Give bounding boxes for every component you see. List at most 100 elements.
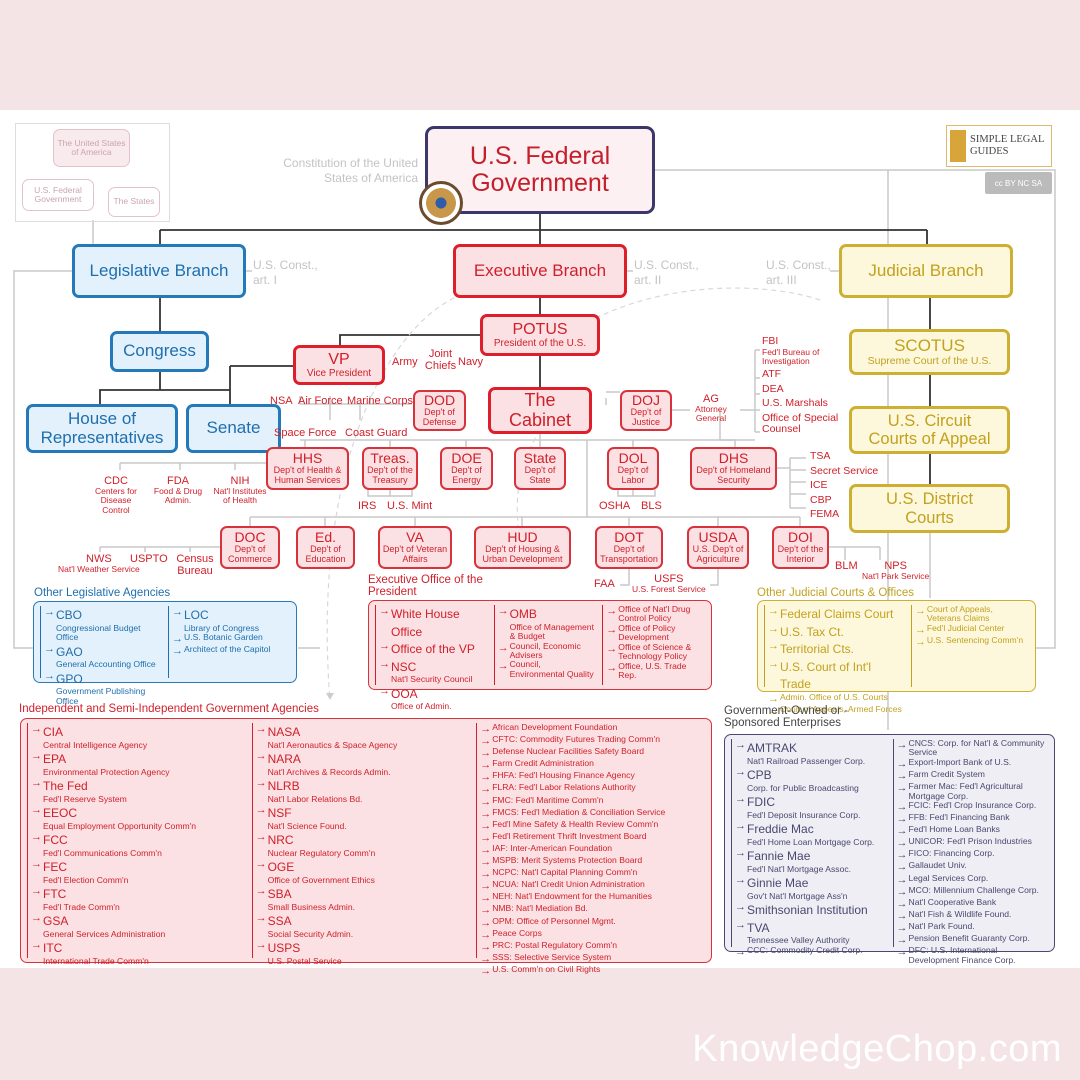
list-item[interactable]: →FHFA: Fed'l Housing Finance Agency (480, 770, 705, 783)
dept-treas[interactable]: Treas.Dep't of the Treasury (362, 447, 418, 490)
list-item[interactable]: →Architect of the Capitol (172, 644, 290, 657)
list-item[interactable]: →Smithsonian Institution (735, 901, 887, 919)
dept-ed[interactable]: Ed.Dep't of Education (296, 526, 355, 569)
list-item[interactable]: →SSS: Selective Service System (480, 952, 705, 965)
judicial-branch[interactable]: Judicial Branch (839, 244, 1013, 298)
list-item[interactable]: →Territorial Cts. (768, 640, 905, 658)
list-item[interactable]: →Fed'l Judicial Center (915, 623, 1029, 636)
the-cabinet[interactable]: The Cabinet (488, 387, 592, 434)
list-item[interactable]: →Fed'l Home Loan Banks (897, 824, 1049, 837)
list-item[interactable]: →Farm Credit System (897, 769, 1049, 782)
list-item[interactable]: →Defense Nuclear Facilities Safety Board (480, 746, 705, 759)
house-of-representatives[interactable]: House of Representatives (26, 404, 178, 453)
list-item[interactable]: →NCPC: Nat'l Capital Planning Comm'n (480, 867, 705, 880)
congress[interactable]: Congress (110, 331, 209, 372)
list-item[interactable]: →Office, U.S. Trade Rep. (606, 661, 705, 681)
list-item[interactable]: →Nat'l Fish & Wildlife Found. (897, 909, 1049, 922)
list-item[interactable]: →Pension Benefit Guaranty Corp. (897, 933, 1049, 946)
senate[interactable]: Senate (186, 404, 281, 453)
list-item[interactable]: →FMCS: Fed'l Mediation & Conciliation Se… (480, 807, 705, 820)
list-item[interactable]: →U.S. Sentencing Comm'n (915, 635, 1029, 648)
list-item[interactable]: →Farm Credit Administration (480, 758, 705, 771)
circuit-courts[interactable]: U.S. Circuit Courts of Appeal (849, 406, 1010, 454)
list-item[interactable]: →OPM: Office of Personnel Mgmt. (480, 916, 705, 929)
district-courts[interactable]: U.S. District Courts (849, 484, 1010, 533)
list-item[interactable]: →Office of the VP (379, 640, 488, 658)
list-item[interactable]: →Fed'l Mine Safety & Health Review Comm'… (480, 819, 705, 832)
list-item[interactable]: →MSPB: Merit Systems Protection Board (480, 855, 705, 868)
legislative-branch[interactable]: Legislative Branch (72, 244, 246, 298)
list-item[interactable]: →FLRA: Fed'l Labor Relations Authority (480, 783, 705, 796)
list-item[interactable]: →Peace Corps (480, 928, 705, 941)
list-item[interactable]: →DFC: U.S. International Development Fin… (897, 945, 1049, 965)
list-item[interactable]: →CCC: Commodity Credit Corp. (735, 945, 887, 958)
list-item[interactable]: →U.S. Court of Int'l Trade (768, 658, 905, 693)
list-item[interactable]: →Court of Appeals, Veterans Claims (915, 604, 1029, 624)
list-item[interactable]: →White House Office (379, 605, 488, 640)
list-item[interactable]: →UNICOR: Fed'l Prison Industries (897, 836, 1049, 849)
list-item[interactable]: →NMB: Nat'l Mediation Bd. (480, 903, 705, 916)
list-item[interactable]: →NEH: Nat'l Endowment for the Humanities (480, 891, 705, 904)
list-item[interactable]: →CNCS: Corp. for Nat'l & Community Servi… (897, 738, 1049, 758)
list-item[interactable]: →FCIC: Fed'l Crop Insurance Corp. (897, 800, 1049, 813)
list-item[interactable]: →NCUA: Nat'l Credit Union Administration (480, 879, 705, 892)
list-item[interactable]: →African Development Foundation (480, 722, 705, 735)
list-item[interactable]: →U.S. Botanic Garden (172, 632, 290, 645)
list-item[interactable]: →Office of Nat'l Drug Control Policy (606, 604, 705, 624)
list-item[interactable]: →Admin. Office of U.S. Courts (768, 692, 905, 705)
list-item[interactable]: →Office of Science & Technology Policy (606, 642, 705, 662)
list-item[interactable]: →Legal Services Corp. (897, 873, 1049, 886)
list-item[interactable]: →Council, Environmental Quality (498, 660, 597, 679)
list-item[interactable]: →FFB: Fed'l Financing Bank (897, 812, 1049, 825)
list-item[interactable]: →IAF: Inter-American Foundation (480, 843, 705, 856)
federal-government-box[interactable]: U.S. Federal Government (425, 126, 655, 214)
list-item[interactable]: →Fed'l Retirement Thrift Investment Boar… (480, 831, 705, 844)
list-item[interactable]: →CFTC: Commodity Futures Trading Comm'n (480, 734, 705, 747)
list-item[interactable]: →Nat'l Cooperative Bank (897, 897, 1049, 910)
list-item[interactable]: →Nat'l Park Found. (897, 921, 1049, 934)
list-item[interactable]: →FICO: Financing Corp. (897, 848, 1049, 861)
list-item[interactable]: →Gallaudet Univ. (897, 861, 1049, 874)
list-item[interactable]: →Court of Appeals, Armed Forces (768, 704, 905, 717)
